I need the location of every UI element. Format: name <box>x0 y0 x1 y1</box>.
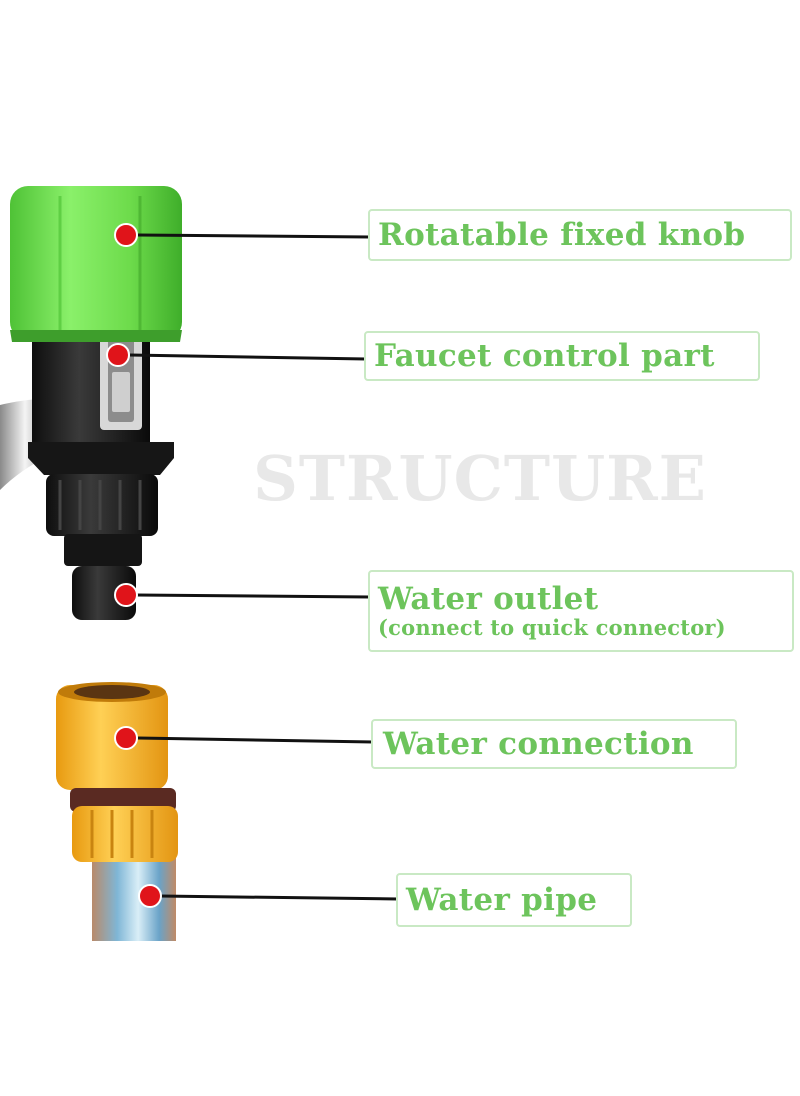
label-water-pipe: Water pipe <box>396 873 632 927</box>
label-water-connection: Water connection <box>371 719 737 769</box>
outlet-nozzle <box>72 566 136 620</box>
yellow-nut <box>72 806 178 862</box>
label-faucet-control-part: Faucet control part <box>364 331 760 381</box>
label-text: Water connection <box>383 726 694 762</box>
label-water-outlet: Water outlet (connect to quick connector… <box>368 570 794 652</box>
control-flange <box>28 442 174 475</box>
markers <box>106 223 162 908</box>
leader-line-connection <box>137 736 374 744</box>
red-marker-dot <box>114 223 138 247</box>
leader-line-faucet <box>129 353 367 361</box>
hose <box>92 855 176 941</box>
label-text: Faucet control part <box>374 338 715 374</box>
structure-watermark: STRUCTURE <box>253 442 707 515</box>
label-subtext: (connect to quick connector) <box>378 615 726 640</box>
outlet-neck <box>64 534 142 566</box>
leader-line-knob <box>137 233 371 239</box>
leader-lines <box>129 233 399 901</box>
label-text: Rotatable fixed knob <box>378 217 746 253</box>
green-knob <box>10 186 182 340</box>
yellow-body <box>56 685 168 790</box>
leader-line-outlet <box>135 593 371 599</box>
label-text: Water pipe <box>406 882 598 918</box>
label-text: Water outlet <box>378 581 599 617</box>
leader-line-pipe <box>159 894 399 901</box>
red-marker-dot <box>106 343 130 367</box>
label-rotatable-fixed-knob: Rotatable fixed knob <box>368 209 792 261</box>
red-marker-dot <box>114 726 138 750</box>
threaded-nut <box>46 474 158 536</box>
quick-connector-illustration <box>56 682 178 941</box>
faucet-adapter-illustration <box>0 186 182 620</box>
red-marker-dot <box>114 583 138 607</box>
red-marker-dot <box>138 884 162 908</box>
